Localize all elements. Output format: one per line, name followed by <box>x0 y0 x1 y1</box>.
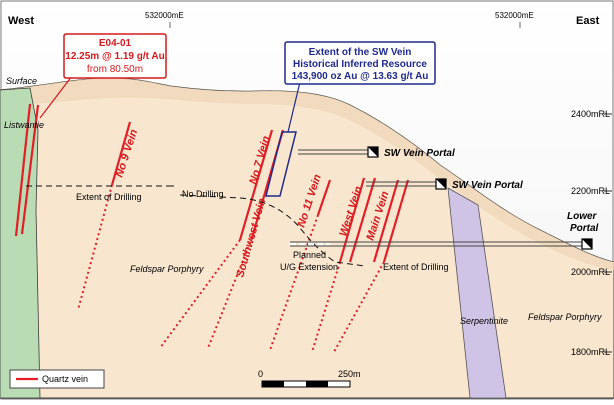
extent-of-drilling-right-label: Extent of Drilling <box>383 262 449 272</box>
rl-label-2000: 2000mRL <box>571 267 610 277</box>
portal-label-sw-lower: SW Vein Portal <box>452 180 523 191</box>
extent-of-drilling-left-label: Extent of Drilling <box>76 192 142 202</box>
easting-label-right: 532000mE <box>495 11 534 20</box>
listwantie-label: Listwantie <box>4 120 44 130</box>
quartz-vein-extensions <box>77 184 385 353</box>
serpentinite-zone <box>447 187 507 399</box>
rl-label-1800: 1800mRL <box>571 347 610 357</box>
rl-ticks <box>604 113 612 353</box>
portal-label-lower-line2: Portal <box>570 223 599 234</box>
feldspar-porphyry-right-label: Feldspar Porphyry <box>528 312 602 322</box>
compass-east: East <box>576 15 600 27</box>
feldspar-porphyry-left-label: Feldspar Porphyry <box>130 264 204 274</box>
rl-label-2200: 2200mRL <box>571 186 610 196</box>
legend: Quartz vein <box>9 369 105 389</box>
sw-vein-resource-outline <box>265 131 297 197</box>
drill-hole-id: E04-01 <box>99 38 132 49</box>
no-drilling-label: No Drilling <box>182 189 224 199</box>
legend-label-quartz: Quartz vein <box>42 374 88 384</box>
rl-label-2400: 2400mRL <box>571 109 610 119</box>
surface-label: Surface <box>6 76 37 86</box>
resource-line1: Extent of the SW Vein <box>309 47 412 58</box>
planned-label-line1: Planned <box>293 250 326 260</box>
adit-lines <box>290 149 582 247</box>
portal-label-sw-upper: SW Vein Portal <box>384 148 455 159</box>
serpentinite-label: Serpentinite <box>460 316 508 326</box>
extent-of-drilling-lines <box>26 185 366 267</box>
resource-line2: Historical Inferred Resource <box>293 59 427 70</box>
scale-start: 0 <box>258 369 263 379</box>
scale-bar: 0 250m <box>258 369 361 388</box>
portal-label-lower-line1: Lower <box>567 211 598 222</box>
drill-depth: from 80.50m <box>87 64 143 75</box>
drill-callout: E04-01 12.25m @ 1.19 g/t Au from 80.50m <box>39 33 167 119</box>
easting-label-left: 532000mE <box>145 11 184 20</box>
compass-west: West <box>8 15 34 27</box>
drill-intercept: 12.25m @ 1.19 g/t Au <box>65 51 164 62</box>
weathered-band <box>0 77 614 270</box>
scale-end: 250m <box>338 369 361 379</box>
resource-line3: 143,900 oz Au @ 13.63 g/t Au <box>292 71 429 82</box>
resource-callout: Extent of the SW Vein Historical Inferre… <box>284 41 436 133</box>
portal-markers <box>367 146 593 250</box>
top-grid-ticks <box>169 22 521 28</box>
planned-label-line2: U/G Extension <box>280 262 338 272</box>
